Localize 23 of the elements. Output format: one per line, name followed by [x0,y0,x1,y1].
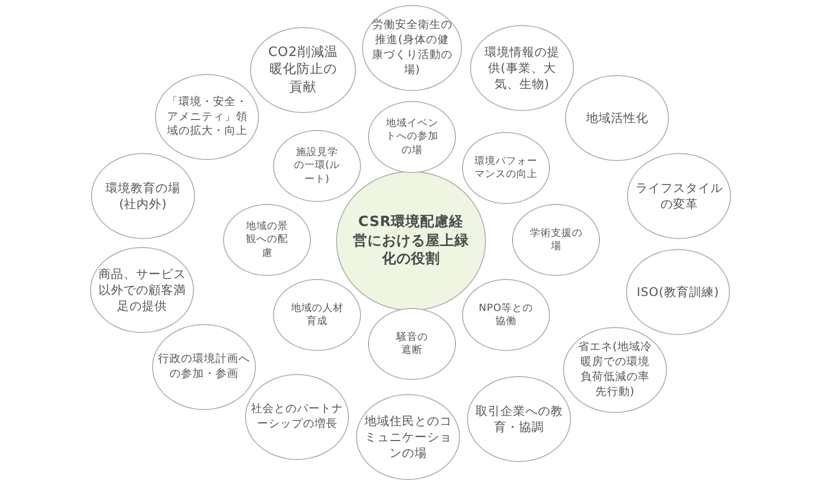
ellipse-label: 「環境・安全・アメニティ」領域の拡大・向上 [166,94,248,140]
ellipse-label: 地域活性化 [584,110,650,126]
ellipse-label: 行政の環境計画への参加・参画 [157,352,251,382]
ellipse-label: 施設見学の一環(ルート) [292,146,342,186]
ellipse-label: 地域の人材育成 [290,302,344,328]
ellipse-label: 商品、サービス以外での顧客満足の提供 [97,266,187,314]
ellipse-label: 地域住民とのコミュニケーションの場 [364,412,452,462]
ellipse-label: 取引企業への教育・協調 [474,402,564,436]
ellipse-label: ISO(教育訓練) [636,284,720,300]
ellipse-label: 環境パフォーマンスの向上 [474,154,538,182]
ellipse-label: 学術支援の場 [528,226,584,254]
ellipse-label: NPO等との協働 [478,302,534,328]
ellipse-label: 地域イベントへの参加の場 [384,116,440,158]
ellipse-label: 社会とのパートナーシップの増長 [250,402,344,432]
ellipse-label: 騒音の遮断 [395,330,429,358]
ellipse-label: 環境教育の場(社内外) [104,180,182,212]
ellipse-label: ライフスタイルの変革 [634,180,724,212]
ellipse-label: 地域の景観への配慮 [245,220,289,260]
center-title: CSR環境配慮経営における屋上緑化の役割 [353,212,469,270]
ellipse-label: 労働安全衛生の推進(身体の健康づくり活動の場) [370,18,454,78]
ellipse-label: CO2削減温暖化防止の貢献 [267,44,339,96]
ellipse-label: 省エネ(地域冷暖房での環境負荷低減の率先行動) [577,340,653,400]
ellipse-label: 環境情報の提供(事業、大気、生物) [484,44,560,92]
